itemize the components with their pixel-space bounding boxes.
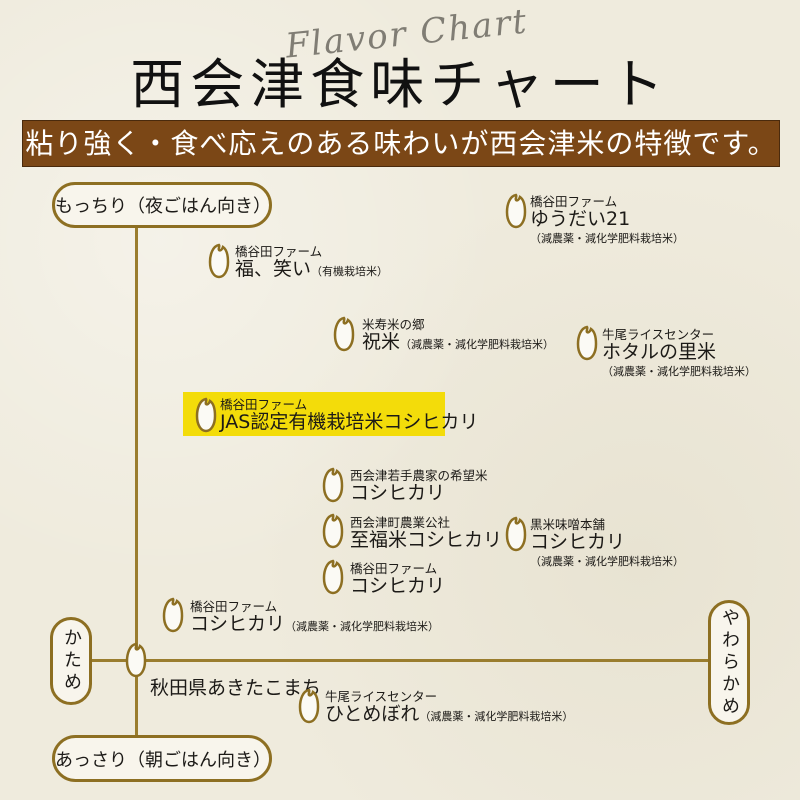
producer-label: 黒米味噌本舗 — [530, 517, 606, 532]
rice-grain-icon — [322, 559, 344, 595]
rice-grain-icon — [333, 316, 355, 352]
rice-grain-icon — [208, 243, 230, 279]
cultivation-note: （減農薬・減化学肥料栽培米） — [530, 231, 684, 245]
rice-name: 祝米 — [362, 330, 401, 353]
rice-item: 橋谷田ファーム福、笑い（有機栽培米） — [235, 245, 388, 280]
producer-label: 橋谷田ファーム — [350, 561, 438, 576]
rice-item: 西会津若手農家の希望米コシヒカリ — [350, 469, 488, 504]
rice-grain-icon — [125, 642, 147, 678]
rice-item: 橋谷田ファームゆうだい21（減農薬・減化学肥料栽培米） — [530, 195, 684, 245]
rice-name: ホタルの里米 — [602, 340, 717, 363]
producer-label: 米寿米の郷 — [362, 317, 425, 332]
producer-label: 牛尾ライスセンター — [602, 327, 715, 342]
horizontal-axis — [92, 659, 708, 662]
producer-label: 橋谷田ファーム — [530, 194, 618, 209]
rice-name: ひとめぼれ — [325, 702, 420, 725]
rice-item: 橋谷田ファームコシヒカリ（減農薬・減化学肥料栽培米） — [190, 600, 439, 635]
producer-label: 牛尾ライスセンター — [325, 689, 438, 704]
rice-item: 米寿米の郷祝米（減農薬・減化学肥料栽培米） — [362, 318, 554, 353]
rice-name: コシヒカリ — [190, 612, 286, 635]
producer-label: 西会津若手農家の希望米 — [350, 468, 488, 483]
rice-name: コシヒカリ — [530, 530, 626, 553]
axis-label-bottom: あっさり（朝ごはん向き） — [52, 735, 272, 782]
axis-label-left: かため — [50, 617, 92, 705]
axis-label-right: やわらかめ — [708, 600, 750, 725]
producer-label: 西会津町農業公社 — [350, 515, 451, 530]
rice-item: 西会津町農業公社至福米コシヒカリ — [350, 516, 502, 551]
producer-label: 橋谷田ファーム — [190, 599, 278, 614]
rice-name: 秋田県あきたこまち — [150, 677, 322, 699]
highlight-box — [183, 392, 445, 436]
producer-label: 橋谷田ファーム — [235, 244, 323, 259]
rice-grain-icon — [322, 467, 344, 503]
cultivation-note: （有機栽培米） — [311, 264, 389, 278]
rice-grain-icon — [322, 513, 344, 549]
rice-grain-icon — [298, 688, 320, 724]
rice-name: 至福米コシヒカリ — [350, 528, 503, 551]
rice-name: 福、笑い — [235, 257, 312, 280]
rice-grain-icon — [576, 325, 598, 361]
rice-grain-icon — [162, 597, 184, 633]
rice-name: コシヒカリ — [350, 481, 446, 504]
cultivation-note: （減農薬・減化学肥料栽培米） — [419, 709, 574, 723]
rice-name: ゆうだい21 — [530, 207, 631, 230]
producer-label: 橋谷田ファーム — [220, 397, 308, 412]
tagline-banner: 粘り強く・食べ応えのある味わいが西会津米の特徴です。 — [22, 120, 780, 167]
cultivation-note: （減農薬・減化学肥料栽培米） — [400, 337, 555, 351]
cultivation-note: （減農薬・減化学肥料栽培米） — [530, 554, 684, 568]
axis-label-top: もっちり（夜ごはん向き） — [52, 182, 272, 228]
rice-name: JAS認定有機栽培米コシヒカリ — [220, 410, 479, 433]
rice-grain-icon — [505, 193, 527, 229]
vertical-axis — [135, 215, 138, 740]
rice-grain-icon — [505, 516, 527, 552]
rice-name: コシヒカリ — [350, 574, 446, 597]
rice-item: 牛尾ライスセンターホタルの里米（減農薬・減化学肥料栽培米） — [602, 328, 756, 378]
rice-item: 秋田県あきたこまち — [150, 678, 321, 699]
page-title: 西会津食味チャート — [130, 53, 670, 116]
rice-grain-icon — [195, 397, 217, 433]
rice-item: 橋谷田ファームコシヒカリ — [350, 562, 445, 597]
rice-item: 黒米味噌本舗コシヒカリ（減農薬・減化学肥料栽培米） — [530, 518, 684, 568]
cultivation-note: （減農薬・減化学肥料栽培米） — [602, 364, 756, 378]
cultivation-note: （減農薬・減化学肥料栽培米） — [285, 619, 440, 633]
rice-item: 牛尾ライスセンターひとめぼれ（減農薬・減化学肥料栽培米） — [325, 690, 573, 725]
